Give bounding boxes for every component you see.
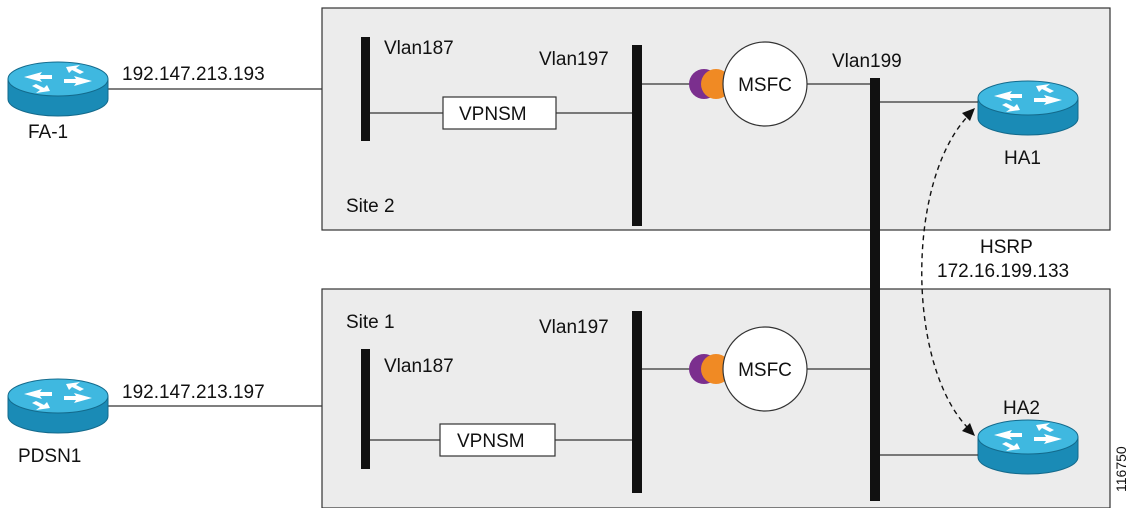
fa1-label: FA-1 [28,122,68,143]
site2-vpnsm-label: VPNSM [459,104,527,125]
hsrp-arrow-up [962,108,975,121]
site1-vlan197-bar [632,311,642,493]
site2-msfc-label: MSFC [738,75,792,96]
fa1-router-icon[interactable] [7,61,109,117]
site1-vlan197-label: Vlan197 [539,317,609,338]
site1-vpnsm-box [439,423,556,457]
pdsn1-ip-label: 192.147.213.197 [122,382,265,403]
site2-vlan187-label: Vlan187 [384,38,454,59]
site2-vlan187-bar [361,37,370,141]
hsrp-arrow-down [962,423,975,436]
site2-vlan197-label: Vlan197 [539,49,609,70]
pdsn1-router-icon[interactable] [7,378,109,434]
hsrp-arc [921,111,973,433]
site1-label: Site 1 [346,312,395,333]
ha1-router-icon[interactable] [977,80,1079,136]
site2-label: Site 2 [346,196,395,217]
pdsn1-label: PDSN1 [18,446,81,467]
site1-vlan187-bar [361,349,370,469]
site1-box [321,288,1111,508]
site1-vpnsm-label: VPNSM [457,431,525,452]
hsrp-ip-label: 172.16.199.133 [937,261,1069,282]
figure-id: 116750 [1113,446,1129,492]
vlan199-label: Vlan199 [832,51,902,72]
site1-vlan187-label: Vlan187 [384,356,454,377]
site2-vpnsm-box [442,96,557,130]
site2-vlan197-bar [632,45,642,226]
ha1-label: HA1 [1004,148,1041,169]
vlan199-bar [870,78,880,501]
ha2-label: HA2 [1003,398,1040,419]
ha2-router-icon[interactable] [977,419,1079,475]
hsrp-label: HSRP [980,237,1033,258]
fa1-ip-label: 192.147.213.193 [122,64,265,85]
site1-msfc-label: MSFC [738,360,792,381]
